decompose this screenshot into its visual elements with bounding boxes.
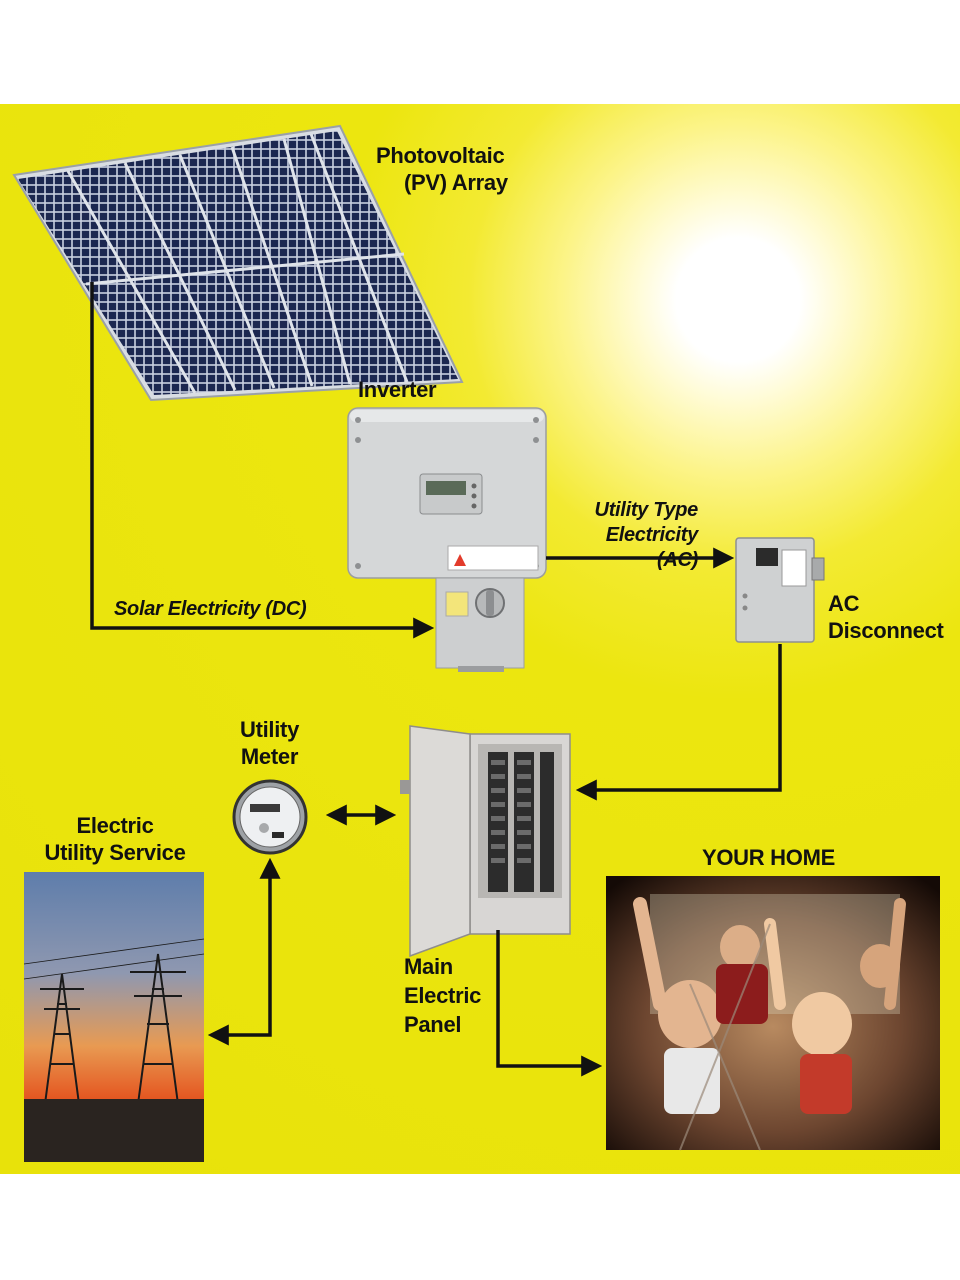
utility-ac-label-line2: Electricity (AC) [605,524,699,571]
main-electric-panel-label: Main Electric Panel [404,952,481,1039]
utility-ac-label: Utility Type Electricity (AC) [566,498,699,573]
arrow-disconnect-to-panel [575,644,782,801]
utility-meter-label-line1: Utility [240,717,300,742]
ac-disconnect-label-line2: Disconnect [828,618,944,643]
utility-meter-label-line2: Meter [240,744,299,769]
diagram-scene: Photovoltaic (PV) Array Inverter Solar E… [0,104,960,1174]
solar-electricity-dc-label: Solar Electricity (DC) [114,598,307,620]
arrow-utility-meter [207,857,281,1046]
pv-array-image [12,124,464,402]
electric-utility-label-line2: Utility Service [44,840,186,865]
diagram-graphics [12,124,940,1162]
utility-meter-label: Utility Meter [240,716,299,770]
ac-disconnect-label: AC Disconnect [828,590,944,644]
main-panel-label-line2: Electric [404,983,482,1008]
pv-array-label-line2: (PV) Array [404,170,508,195]
main-panel-label-line1: Main [404,954,453,979]
ac-disconnect-label-line1: AC [828,591,860,616]
your-home-label: YOUR HOME [702,845,835,870]
arrow-panel-to-home [496,930,603,1077]
inverter-label: Inverter [358,377,437,402]
pv-array-label: Photovoltaic (PV) Array [376,142,508,196]
inverter-image [347,407,547,672]
electric-utility-service-photo [23,872,205,1162]
arrow-pv-to-inverter [90,282,435,639]
ac-disconnect-image [735,537,825,643]
pv-array-label-line1: Photovoltaic [376,143,505,168]
utility-ac-label-line1: Utility Type [594,499,699,521]
connection-arrows [90,282,782,1077]
electric-utility-service-label: Electric Utility Service [40,812,190,866]
utility-meter-image [232,779,308,855]
electric-utility-label-line1: Electric [76,813,154,838]
your-home-photo [606,876,940,1151]
main-electric-panel-image [400,725,571,958]
main-panel-label-line3: Panel [404,1012,462,1037]
